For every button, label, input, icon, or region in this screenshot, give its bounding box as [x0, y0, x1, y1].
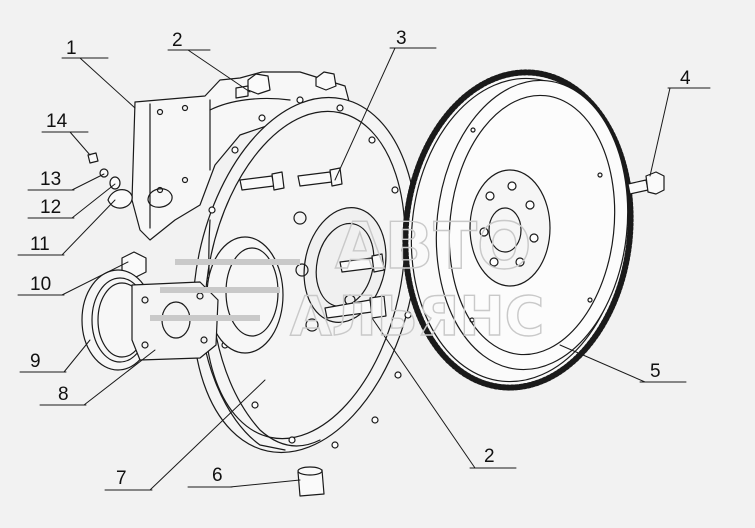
callout-13: 13	[40, 169, 61, 190]
callout-12: 12	[40, 197, 61, 218]
callout-9: 9	[30, 351, 41, 372]
watermark: АВТО АЛЬЯНС	[150, 209, 545, 349]
callout-2-top: 2	[172, 30, 183, 51]
flywheel	[402, 69, 634, 391]
callout-8: 8	[58, 384, 69, 405]
callout-11: 11	[30, 234, 50, 255]
callout-3: 3	[396, 28, 407, 49]
callout-5: 5	[650, 361, 661, 382]
callout-2-bottom: 2	[484, 446, 495, 467]
bolt-4	[627, 171, 665, 195]
leader-lines	[17, 47, 711, 491]
watermark-line2: АЛЬЯНС	[290, 285, 544, 348]
callouts: 1 2 3 4 5 6 7 8 9 10 11 12 13 14 2	[30, 28, 691, 489]
callout-14: 14	[46, 111, 68, 132]
callout-10: 10	[30, 274, 51, 295]
bushing-6	[297, 466, 325, 497]
watermark-line1: АВТО	[335, 210, 531, 284]
callout-7: 7	[116, 468, 127, 489]
callout-1: 1	[66, 38, 77, 59]
callout-4: 4	[680, 68, 691, 89]
callout-6: 6	[212, 465, 223, 486]
housing-bolts	[235, 71, 387, 319]
